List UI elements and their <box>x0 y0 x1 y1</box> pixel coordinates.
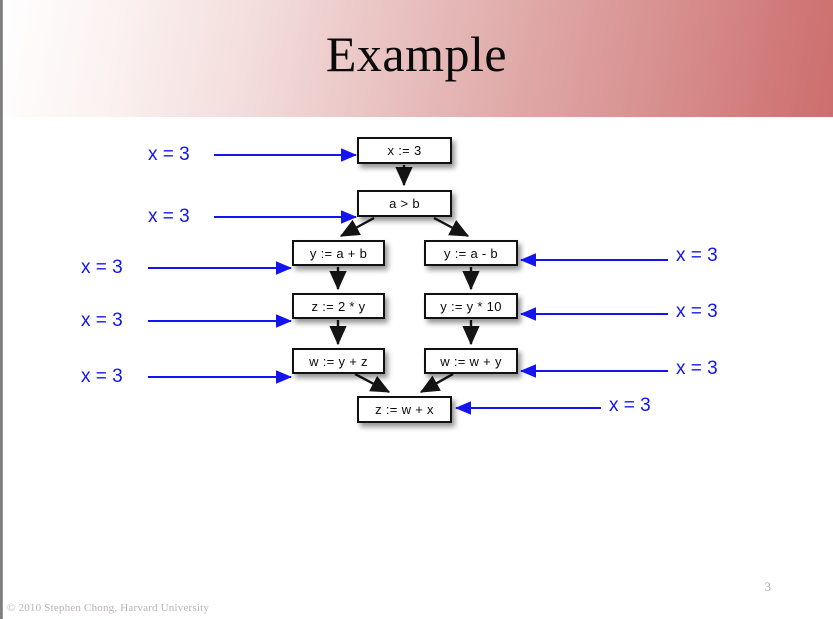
cfg-node-yy10[interactable]: y := y * 10 <box>424 293 518 319</box>
node-label: y := a + b <box>309 245 368 261</box>
cfg-node-yamb[interactable]: y := a - b <box>424 240 518 266</box>
node-label: y := y * 10 <box>440 298 502 314</box>
node-label: a > b <box>389 196 420 211</box>
node-label: z := w + x <box>375 402 434 417</box>
edge-ab-to-yamb <box>433 216 470 238</box>
cfg-node-x3[interactable]: x := 3 <box>357 137 452 164</box>
node-label: y := a - b <box>444 245 498 261</box>
annotation-label-left-1: x = 3 <box>148 144 190 165</box>
cfg-node-ab[interactable]: a > b <box>357 190 452 217</box>
node-label: w := w + y <box>440 353 502 369</box>
annotation-label-right-3: x = 3 <box>676 358 718 379</box>
edge-ab-to-yapb <box>339 216 375 238</box>
edge-wwy-to-zwx <box>419 372 454 394</box>
node-label: z := 2 * y <box>311 298 366 314</box>
cfg-node-zwx[interactable]: z := w + x <box>357 396 452 423</box>
cfg-node-yapb[interactable]: y := a + b <box>292 240 385 266</box>
cfg-node-wyz[interactable]: w := y + z <box>292 348 385 374</box>
slide-header-banner: Example <box>0 0 833 117</box>
node-label: w := y + z <box>309 353 368 369</box>
cfg-node-z2y[interactable]: z := 2 * y <box>292 293 385 319</box>
page-title: Example <box>325 26 508 82</box>
footer-copyright: © 2010 Stephen Chong, Harvard University <box>7 602 210 614</box>
annotation-label-left-4: x = 3 <box>81 310 123 331</box>
annotation-label-left-2: x = 3 <box>148 206 190 227</box>
annotation-label-right-1: x = 3 <box>676 245 718 266</box>
annotation-label-right-2: x = 3 <box>676 301 718 322</box>
node-label: x := 3 <box>387 143 422 158</box>
slide-number: 3 <box>764 579 772 594</box>
edge-wyz-to-zwx <box>354 372 391 394</box>
cfg-node-wwy[interactable]: w := w + y <box>424 348 518 374</box>
annotation-label-left-3: x = 3 <box>81 257 123 278</box>
annotation-label-right-4: x = 3 <box>609 395 651 416</box>
slide-left-border <box>0 0 3 619</box>
annotation-label-left-5: x = 3 <box>81 366 123 387</box>
